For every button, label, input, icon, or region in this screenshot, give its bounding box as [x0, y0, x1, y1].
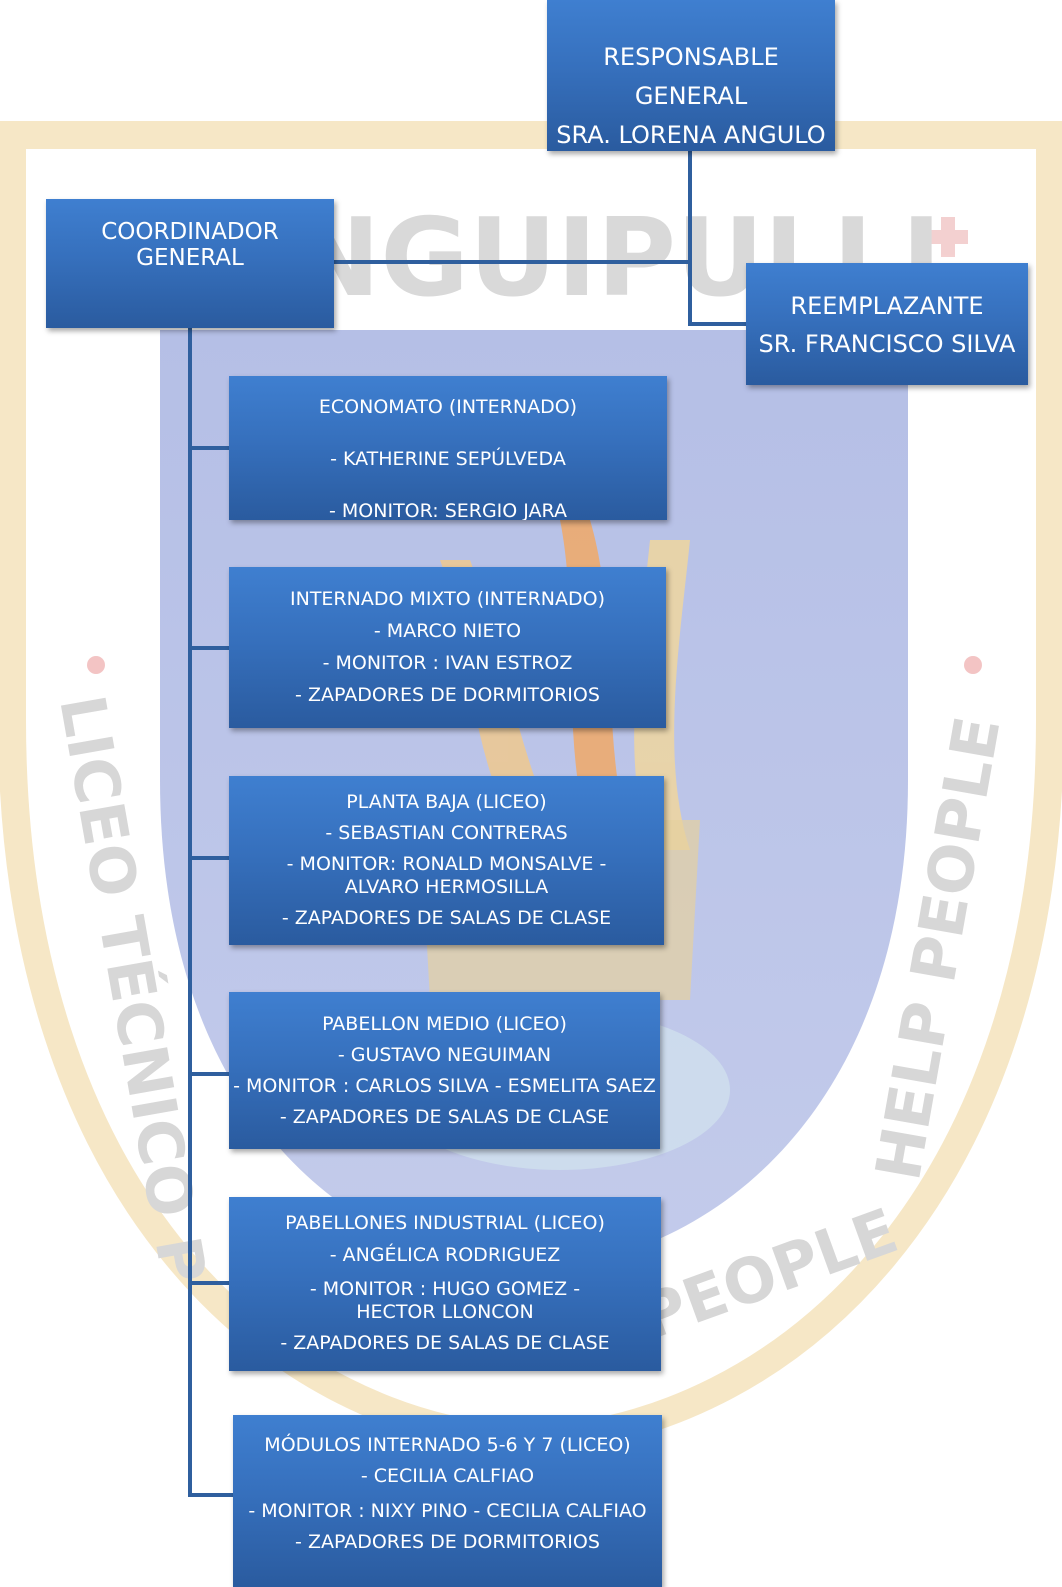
unit-note: - ZAPADORES DE SALAS DE CLASE — [280, 1332, 610, 1354]
connector-branch-6 — [188, 1493, 234, 1497]
connector-replacement-horizontal — [688, 322, 748, 326]
responsable-general-name: SRA. LORENA ANGULO — [556, 121, 826, 149]
unit-member: - GUSTAVO NEGUIMAN — [337, 1044, 552, 1066]
unit-member: - KATHERINE SEPÚLVEDA — [330, 448, 566, 470]
unit-monitor: - MONITOR: RONALD MONSALVE - ALVARO HERM… — [286, 853, 607, 898]
unit-box-economato: ECONOMATO (INTERNADO) - KATHERINE SEPÚLV… — [229, 376, 667, 520]
unit-note: - ZAPADORES DE DORMITORIOS — [295, 1531, 600, 1553]
connector-branch-3 — [188, 856, 230, 860]
unit-note: - ZAPADORES DE SALAS DE CLASE — [281, 907, 612, 929]
unit-title: INTERNADO MIXTO (INTERNADO) — [290, 588, 605, 610]
unit-monitor: - MONITOR : HUGO GOMEZ - HECTOR LLONCON — [309, 1278, 581, 1323]
coordinador-general-box: COORDINADOR GENERAL — [46, 199, 334, 328]
unit-member: - CECILIA CALFIAO — [360, 1465, 535, 1487]
unit-title: MÓDULOS INTERNADO 5-6 Y 7 (LICEO) — [264, 1434, 631, 1456]
unit-title: PLANTA BAJA (LICEO) — [346, 791, 547, 813]
connector-branch-1 — [188, 446, 230, 450]
unit-note: - ZAPADORES DE SALAS DE CLASE — [279, 1106, 610, 1128]
unit-member: - SEBASTIAN CONTRERAS — [325, 822, 568, 844]
reemplazante-box: REEMPLAZANTE SR. FRANCISCO SILVA — [746, 263, 1028, 385]
coordinador-line-2: GENERAL — [136, 245, 244, 271]
unit-monitor: - MONITOR : CARLOS SILVA - ESMELITA SAEZ — [233, 1075, 656, 1097]
reemplazante-name: SR. FRANCISCO SILVA — [758, 330, 1016, 358]
unit-box-pabellon-medio: PABELLON MEDIO (LICEO) - GUSTAVO NEGUIMA… — [229, 992, 660, 1149]
unit-monitor: - MONITOR : IVAN ESTROZ — [322, 652, 573, 674]
connector-branch-5 — [188, 1281, 230, 1285]
unit-title: PABELLONES INDUSTRIAL (LICEO) — [285, 1212, 605, 1234]
unit-box-internado-mixto: INTERNADO MIXTO (INTERNADO) - MARCO NIET… — [229, 567, 666, 728]
connector-main-vertical — [188, 327, 192, 1496]
unit-member: - ANGÉLICA RODRIGUEZ — [329, 1244, 561, 1266]
unit-box-planta-baja: PLANTA BAJA (LICEO) - SEBASTIAN CONTRERA… — [229, 776, 664, 945]
connector-top-vertical — [688, 150, 692, 326]
responsable-general-box: RESPONSABLE GENERAL SRA. LORENA ANGULO — [547, 0, 835, 151]
unit-box-pabellones-industrial: PABELLONES INDUSTRIAL (LICEO) - ANGÉLICA… — [229, 1197, 661, 1371]
unit-monitor: - MONITOR: SERGIO JARA — [329, 500, 567, 520]
crest-dot-left — [87, 656, 105, 674]
crest-dot-right — [964, 656, 982, 674]
unit-title: PABELLON MEDIO (LICEO) — [322, 1013, 567, 1035]
unit-box-modulos-internado: MÓDULOS INTERNADO 5-6 Y 7 (LICEO) - CECI… — [233, 1415, 662, 1587]
unit-monitor: - MONITOR : NIXY PINO - CECILIA CALFIAO — [248, 1500, 647, 1522]
unit-note: - ZAPADORES DE DORMITORIOS — [295, 684, 600, 706]
connector-branch-4 — [188, 1072, 230, 1076]
connector-branch-2 — [188, 646, 230, 650]
reemplazante-title: REEMPLAZANTE — [790, 292, 984, 320]
unit-title: ECONOMATO (INTERNADO) — [318, 396, 578, 418]
responsable-general-title: RESPONSABLE GENERAL — [603, 43, 779, 110]
cross-emblem — [928, 217, 968, 257]
coordinador-line-1: COORDINADOR — [101, 219, 279, 245]
unit-member: - MARCO NIETO — [373, 620, 522, 642]
connector-coordinator-horizontal — [333, 260, 690, 264]
